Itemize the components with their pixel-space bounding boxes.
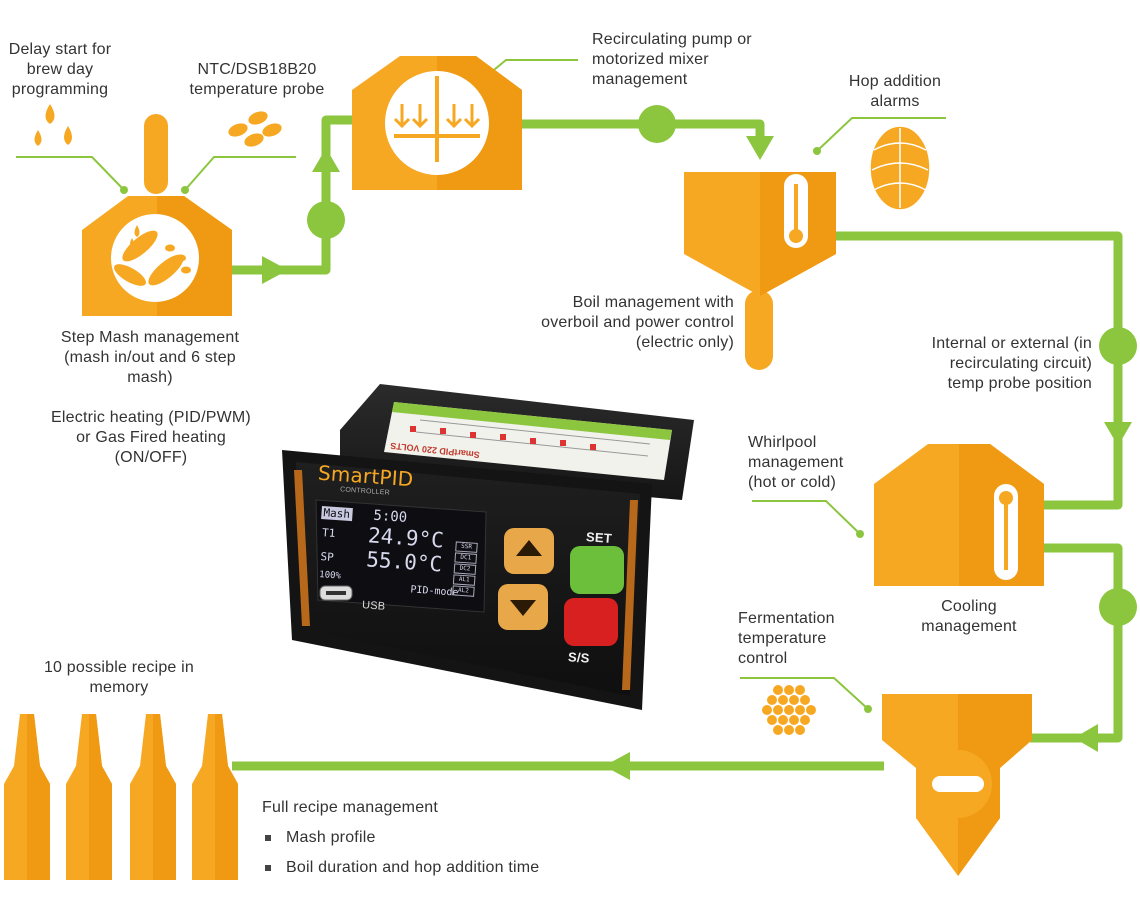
boil-kettle-icon [684,172,836,370]
label-cooling: Cooling management [921,598,1017,635]
ss-label: S/S [567,649,591,666]
lcd-mode: Mash [321,506,353,522]
bottles-icon [4,714,238,880]
ss-button-shape [564,598,618,646]
label-hop-alarms: Hop addition alarms [848,73,942,110]
yeast-cells-icon [762,685,816,735]
lcd-tag: SSR [455,541,478,553]
recipe-feature-item: Mash profile [262,828,622,848]
bottle-2 [66,714,112,880]
start-stop-button[interactable] [564,598,618,646]
lcd-sp-value: 55.0°C [365,547,443,577]
whirlpool-icon [874,444,1044,586]
lcd-t1-label: T1 [321,526,336,540]
arrow-up-1 [312,148,340,172]
arrow-down-2 [1104,422,1132,446]
bottle-1 [4,714,50,880]
bottle-4 [192,714,238,880]
arrow-left-2 [604,752,630,780]
label-whirlpool: Whirlpool management (hot or cold) [748,434,844,491]
label-recipes: 10 possible recipe in memory [43,659,195,696]
hop-cone-icon [869,125,931,211]
callout-dots [120,89,872,713]
down-button[interactable] [498,584,548,630]
label-step-mash: Step Mash management (mash in/out and 6 … [60,329,240,386]
lcd-tag: AL2 [452,585,475,597]
label-electric-heating: Electric heating (PID/PWM) or Gas Fired … [51,409,251,466]
arrow-down-1 [746,136,774,160]
bottle-3 [130,714,176,880]
label-full-recipe: Full recipe management [262,799,439,816]
lcd-screen [315,499,487,613]
lcd-power: 100% [318,569,342,582]
usb-label: USB [361,599,386,613]
pipe-boil-to-whirlpool [834,231,1123,510]
label-ntc-probe: NTC/DSB18B20 temperature probe [189,61,325,98]
label-fermentation: Fermentation temperature control [738,610,835,667]
brand-logo: SmartPID [317,460,415,492]
junction-circles [307,105,1137,626]
mash-tun-icon [82,114,232,316]
up-button[interactable] [504,528,554,574]
set-button-shape [570,546,624,594]
grain-icon [228,111,282,147]
water-drops-icon [34,104,72,146]
recipe-feature-list: Mash profile Boil duration and hop addit… [262,828,622,878]
lcd-sp-label: SP [320,550,335,564]
recirculating-pump-icon [352,56,522,190]
arrow-left-1 [1074,724,1098,752]
set-button[interactable] [570,546,624,594]
device-label-sticker [384,402,672,480]
lcd-tag: DC1 [454,552,478,564]
full-recipe-block: Full recipe management Mash profile Boil… [262,798,622,878]
lcd-display: Mash 5:00 T1 24.9°C SP 55.0°C 100% PID-m… [315,506,483,613]
smartpid-controller: SmartPID 220 VOLTS [282,384,694,710]
label-recirc-pump: Recirculating pump or motorized mixer ma… [592,31,752,88]
label-delay-start: Delay start for brew day programming [8,41,112,98]
recipe-feature-item: Boil duration and hop addition time [262,858,622,878]
flow-arrows [262,136,1132,780]
label-probe-position: Internal or external (in recirculating c… [931,335,1092,392]
fermenter-icon [882,694,1032,876]
lcd-tag: DC2 [453,563,477,575]
arrow-right-1 [262,256,288,284]
lcd-side-tags: SSR DC1 DC2 AL1 AL2 [452,541,478,597]
label-boil-mgmt: Boil management with overboil and power … [541,294,734,351]
lcd-tag: AL1 [452,574,476,586]
